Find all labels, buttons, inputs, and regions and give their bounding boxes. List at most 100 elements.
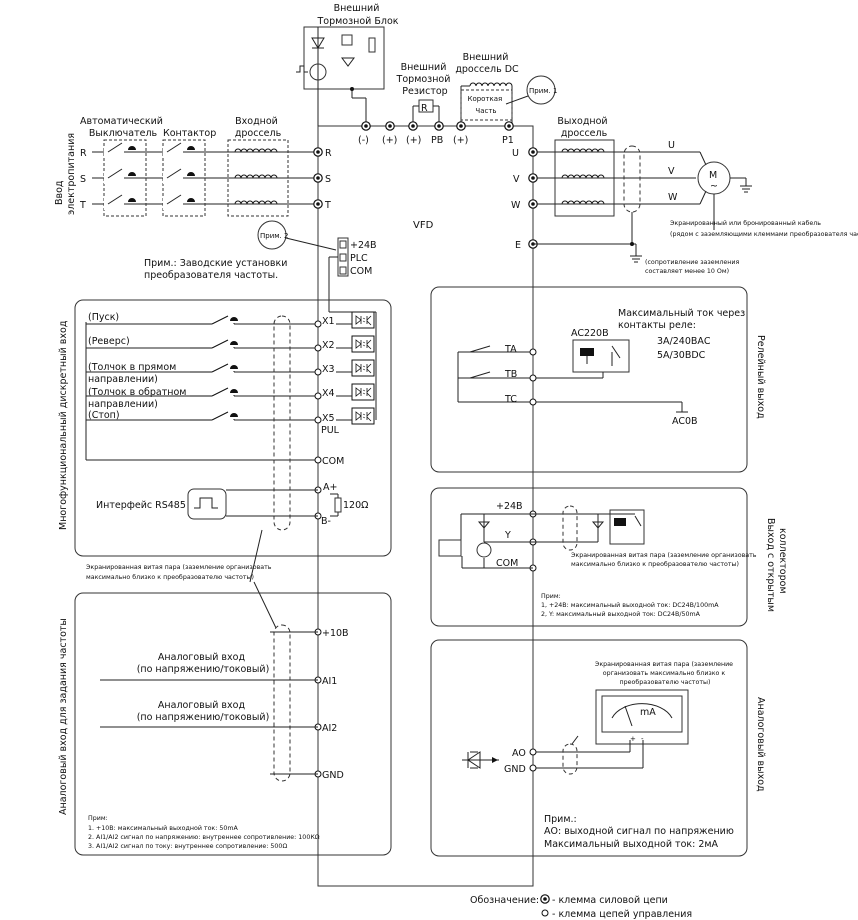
breaker-label: Автоматический Выключатель — [80, 116, 166, 139]
oc-note-line1: Прим: — [541, 593, 561, 600]
contactor-switches — [163, 142, 195, 210]
brake-resistor-line2: Тормозной — [396, 74, 451, 85]
relay-max-line2: контакты реле: — [618, 320, 696, 331]
shielded-cable-line2: (рядом с заземляющими клеммами преобразо… — [670, 230, 858, 238]
analog-in-1-label: Аналоговый вход (по напряжению/токовый) — [137, 652, 270, 675]
analog-in-1-line2: (по напряжению/токовый) — [137, 664, 270, 675]
din-label-3a: (Толчок в прямом — [88, 362, 176, 373]
dc-term-plus3: (+) — [453, 135, 468, 146]
din-label-4: (Толчок в обратном направлении) — [88, 387, 189, 410]
twisted-pair-ao-note: Экранированная витая пара (заземление ор… — [595, 661, 735, 686]
open-collector-title: Выход с открытым коллектором — [765, 518, 788, 615]
twisted-pair-oc-line2: максимально близко к преобразователю час… — [571, 560, 739, 568]
twisted-pair-left-note: Экранированная витая пара (заземление ор… — [86, 564, 274, 581]
twisted-pair-ao-line2: организовать максимально близко к — [603, 669, 726, 677]
term-24v: +24В — [350, 240, 377, 251]
ao-note-line1: Прим.: — [544, 814, 577, 825]
input-choke-line1: Входной — [235, 116, 278, 127]
vfd-label: VFD — [413, 220, 434, 231]
twisted-pair-oc-note: Экранированная витая пара (заземление ор… — [571, 552, 759, 568]
term-oc-y: Y — [504, 530, 511, 541]
dc-term-plus2: (+) — [406, 135, 421, 146]
term-gnd-ao: GND — [504, 764, 526, 775]
relay-rating-dc: 5A/30ВDC — [657, 350, 706, 361]
digital-input-title: Многофункциональный дискретный вход — [58, 320, 69, 530]
motor-tilde: ~ — [710, 181, 718, 192]
din-terminals — [314, 320, 322, 520]
dc-term-plus1: (+) — [382, 135, 397, 146]
vfd-body-outline — [317, 125, 534, 887]
relay-coil-box — [572, 339, 630, 373]
short-part-label: Короткая Часть — [467, 95, 504, 115]
twisted-pair-left-line2: максимально близко к преобразователю час… — [86, 573, 254, 581]
term-ta: TA — [504, 344, 517, 355]
input-choke-coils — [234, 148, 278, 205]
relay-output-group — [430, 286, 748, 473]
cable-shield — [623, 145, 641, 213]
term-oc-com: COM — [496, 558, 518, 569]
breaker-switches — [104, 142, 136, 210]
term-e: E — [515, 240, 521, 251]
legend-control-symbol — [541, 909, 549, 917]
contactor-label: Контактор — [163, 128, 216, 139]
term-u: U — [512, 148, 519, 159]
svg-text:+: + — [630, 735, 636, 743]
twisted-pair-left-line1: Экранированная витая пара (заземление ор… — [86, 564, 272, 571]
open-collector-group — [430, 487, 748, 627]
ai-note-line1: Прим: — [88, 815, 108, 822]
term-r: R — [325, 148, 332, 159]
grounding-note-line2: составляет менее 10 Ом) — [645, 268, 729, 275]
din-label-3b: направлении) — [88, 374, 158, 385]
term-com-din: COM — [322, 456, 344, 467]
short-part-line1: Короткая — [467, 95, 502, 103]
din-switches — [189, 315, 239, 421]
brake-resistor-line3: Резистор — [402, 86, 447, 97]
grounding-note: (сопротивление заземления составляет мен… — [645, 259, 741, 275]
analog-in-1-line1: Аналоговый вход — [158, 652, 246, 663]
oc-title-line2: коллектором — [777, 528, 788, 594]
note2-label: Прим. 2 — [260, 232, 288, 240]
ac0-label: AC0В — [672, 416, 698, 427]
rs485-label: Интерфейс RS485 — [96, 500, 186, 511]
input-choke-box — [227, 139, 289, 217]
ai-note: Прим: 1. +10В: максимальный выходной ток… — [88, 815, 322, 850]
brake-unit-label-line1: Внешний — [334, 3, 380, 14]
factory-note-line2: преобразователя частоты. — [144, 270, 278, 281]
breaker-line1: Автоматический — [80, 116, 163, 127]
motor-phase-v: V — [668, 166, 675, 177]
ao-shield — [562, 743, 578, 775]
dc-choke-line2: дроссель DC — [455, 64, 519, 75]
ai-note-line2: 1. +10В: максимальный выходной ток: 50mA — [88, 824, 239, 832]
brake-unit-box — [303, 26, 385, 90]
ai-note-line3: 2. AI1/AI2 сигнал по напряжению: внутрен… — [88, 834, 320, 841]
term-plc: PLC — [350, 253, 368, 264]
ai-note-line4: 3. AI1/AI2 сигнал по току: внутреннее со… — [88, 843, 287, 850]
oc-shield — [562, 505, 578, 551]
term-t: T — [324, 200, 331, 211]
output-choke-line2: дроссель — [561, 128, 608, 139]
input-phase-s: S — [80, 174, 86, 185]
term-x1: X1 — [322, 316, 335, 327]
dc-choke-label: Внешний дроссель DC — [455, 52, 519, 75]
term-tb: TB — [504, 369, 517, 380]
ao-note-line3: Максимальный выходной ток: 2мА — [544, 839, 719, 850]
short-part-box — [460, 89, 513, 121]
res-120-label: 120Ω — [343, 500, 368, 511]
factory-settings-note: Прим.: Заводские установки преобразовате… — [144, 258, 290, 281]
din-optocouplers — [351, 311, 375, 425]
input-phase-t: T — [79, 200, 86, 211]
oc-note: Прим: 1, +24В: максимальный выходной ток… — [541, 593, 721, 618]
grounding-note-line1: (сопротивление заземления — [645, 259, 739, 266]
term-ai1: AI1 — [322, 676, 337, 687]
motor-phase-w: W — [668, 192, 678, 203]
term-x4: X4 — [322, 388, 335, 399]
oc-note-line2: 1, +24В: максимальный выходной ток: DC24… — [541, 601, 719, 609]
resistor-r-label: R — [421, 103, 428, 114]
din-label-4b: направлении) — [88, 399, 158, 410]
din-label-3: (Толчок в прямом направлении) — [88, 362, 179, 385]
analog-in-2-label: Аналоговый вход (по напряжению/токовый) — [137, 700, 270, 723]
term-b-minus: B- — [321, 516, 331, 527]
motor-m: M — [709, 170, 717, 181]
relay-output-title: Релейный выход — [755, 335, 766, 419]
relay-max-current: Максимальный ток через контакты реле: — [618, 308, 748, 331]
